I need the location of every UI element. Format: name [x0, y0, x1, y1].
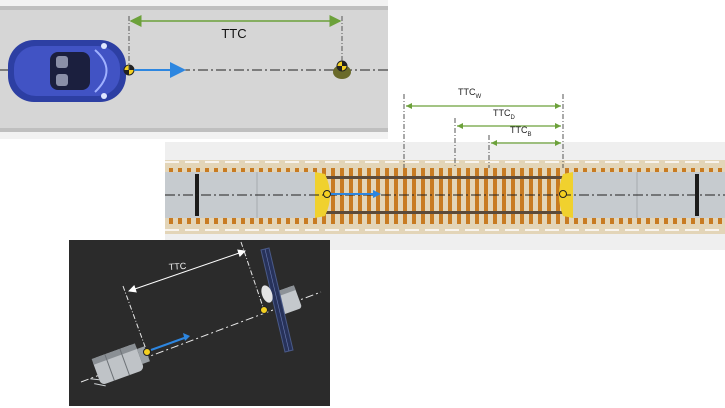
- sleeper: [493, 168, 497, 224]
- sleeper: [511, 168, 515, 224]
- rail-scene: [165, 142, 725, 250]
- sleeper: [502, 168, 506, 224]
- sleeper: [394, 168, 398, 224]
- road-ttc-label: TTC: [221, 26, 246, 41]
- sleeper: [331, 168, 335, 224]
- space-ttc-dimension-arrow: [128, 249, 246, 293]
- sleeper: [475, 168, 479, 224]
- ttc-w-label: TTCW: [458, 87, 482, 100]
- sleeper: [412, 168, 416, 224]
- road-scenario-panel: TTC: [0, 0, 388, 139]
- sleeper: [340, 168, 344, 224]
- chaser-reference-point-icon: [143, 348, 151, 356]
- sleeper: [547, 168, 551, 224]
- sleeper: [484, 168, 488, 224]
- rail-ttc-dimensions: TTCW TTCD TTCB: [380, 87, 580, 168]
- right-train-reference-point-icon: [559, 190, 567, 198]
- pedestrian-target-icon: [333, 60, 351, 79]
- sleeper: [457, 168, 461, 224]
- left-train-reference-point-icon: [323, 190, 331, 198]
- sleeper: [556, 168, 560, 224]
- target-satellite-icon: [260, 247, 302, 353]
- sleeper: [529, 168, 533, 224]
- rail-top: [165, 176, 725, 179]
- sleeper: [538, 168, 542, 224]
- chaser-velocity-arrow: [150, 336, 188, 351]
- sleeper: [376, 168, 380, 224]
- space-ttc-label: TTC: [168, 261, 187, 272]
- sleeper: [439, 168, 443, 224]
- space-scenario-panel: TTC: [69, 240, 330, 406]
- space-scene: TTC: [69, 240, 330, 406]
- sleeper: [466, 168, 470, 224]
- rail-bottom: [165, 211, 725, 214]
- sleeper: [358, 168, 362, 224]
- rail-scenario-panel: [165, 142, 725, 250]
- sleeper: [349, 168, 353, 224]
- car-icon: [8, 40, 126, 102]
- sleeper: [403, 168, 407, 224]
- road-scene: TTC: [0, 0, 388, 139]
- sleeper: [421, 168, 425, 224]
- target-reference-point-icon: [260, 306, 268, 314]
- sleeper: [430, 168, 434, 224]
- chaser-spacecraft-icon: [90, 343, 151, 387]
- sleeper: [448, 168, 452, 224]
- sleeper: [385, 168, 389, 224]
- sleeper: [520, 168, 524, 224]
- ttc-b-label: TTCB: [510, 125, 532, 138]
- sleeper: [367, 168, 371, 224]
- ttc-d-label: TTCD: [493, 108, 515, 121]
